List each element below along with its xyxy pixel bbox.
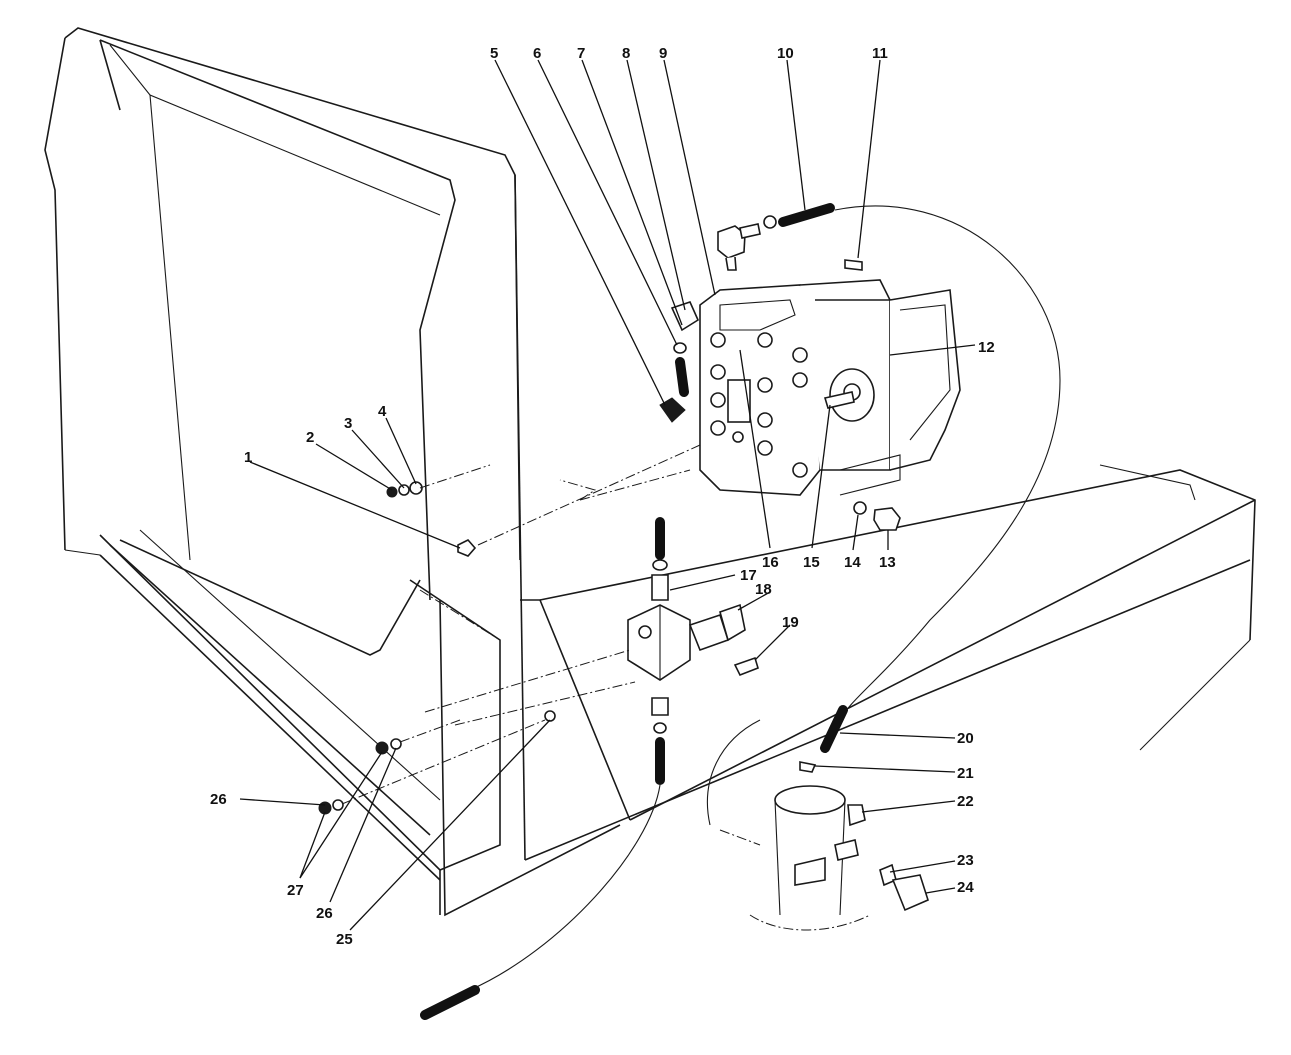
callout-14: 14 [844, 554, 861, 571]
nut-22 [847, 804, 866, 827]
washer-14 [853, 501, 867, 515]
leader-lines [239, 59, 976, 931]
callout-7: 7 [577, 45, 585, 62]
callout-20: 20 [957, 730, 974, 747]
nut-2 [386, 486, 398, 498]
nut-27-upper [375, 741, 389, 755]
callout-5: 5 [490, 45, 498, 62]
callout-4: 4 [378, 403, 387, 420]
pump-port-window [727, 379, 751, 423]
screw-15 [823, 391, 855, 409]
callout-17: 17 [740, 567, 757, 584]
callout-18: 18 [755, 581, 772, 598]
pump-body [699, 279, 961, 496]
callout-10: 10 [777, 45, 794, 62]
nut-1 [457, 539, 477, 557]
clamp-21 [799, 761, 817, 773]
callout-8: 8 [622, 45, 630, 62]
filter-canister [706, 705, 929, 931]
washer-3 [398, 484, 410, 496]
washer-4 [409, 481, 423, 495]
elbow-fitting [717, 225, 746, 259]
callout-11: 11 [872, 45, 888, 62]
pump-side-parts [823, 391, 901, 531]
callout-23: 23 [957, 852, 974, 869]
switch-18 [719, 603, 746, 642]
callout-2: 2 [306, 429, 314, 446]
callout-16: 16 [762, 554, 779, 571]
callout-22: 22 [957, 793, 974, 810]
valve-block [627, 604, 691, 681]
bolt-24 [891, 874, 929, 912]
callout-26-lower: 26 [316, 905, 333, 922]
plug-13 [873, 507, 901, 531]
callout-27: 27 [287, 882, 304, 899]
callout-19: 19 [782, 614, 799, 631]
callout-15: 15 [803, 554, 820, 571]
callout-1: 1 [244, 449, 252, 466]
washer-26-lower [332, 799, 344, 811]
hose-10 [778, 203, 835, 227]
callout-6: 6 [533, 45, 541, 62]
callout-labels: 5 6 7 8 9 10 11 12 13 14 15 16 17 18 19 … [210, 45, 995, 948]
hose-lower [420, 985, 480, 1020]
pump-top-fittings [659, 203, 1061, 721]
callout-12: 12 [978, 339, 995, 356]
washer-25 [544, 710, 556, 722]
callout-21: 21 [957, 765, 974, 782]
washer-26-upper [390, 738, 402, 750]
hose-short [675, 357, 689, 397]
hose-20 [820, 705, 848, 753]
callout-13: 13 [879, 554, 896, 571]
callout-24: 24 [957, 879, 974, 896]
screw-19 [733, 656, 759, 677]
callout-25: 25 [336, 931, 353, 948]
side-panel [44, 27, 1256, 917]
callout-9: 9 [659, 45, 667, 62]
callout-3: 3 [344, 415, 352, 432]
callout-26-left: 26 [210, 791, 227, 808]
valve-assembly [420, 517, 759, 1020]
